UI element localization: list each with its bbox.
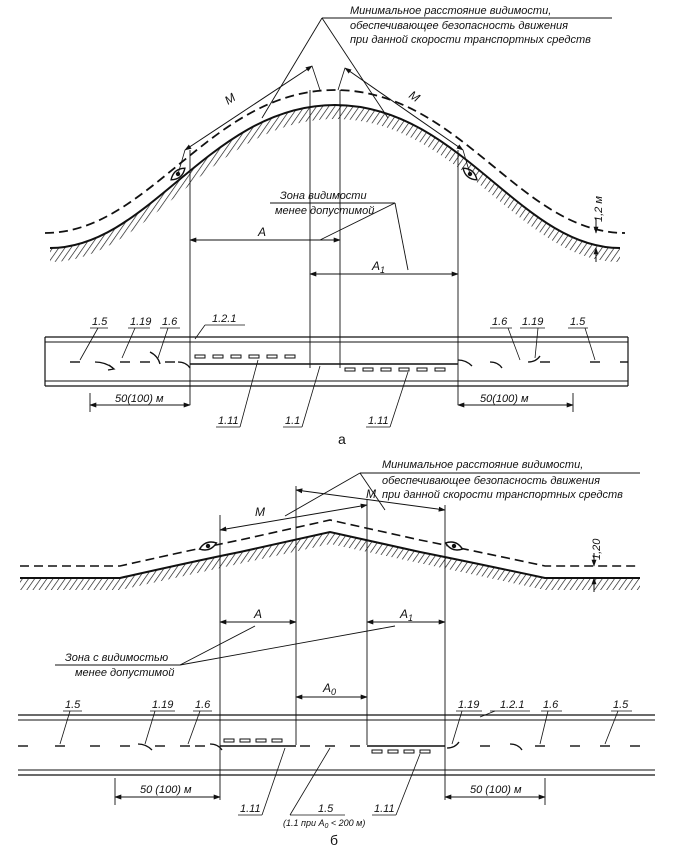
visibility-note-line-1: Минимальное расстояние видимости, — [350, 5, 551, 17]
zone-note-line-2: менее допустимой — [75, 667, 174, 679]
marking-1-5-left: 1.5 — [92, 316, 108, 328]
m-left-dimension — [184, 65, 313, 151]
visibility-note-line-2: обеспечивающее безопасность движения — [350, 20, 568, 32]
marking-1-11-right: 1.11 — [368, 415, 389, 427]
marking-1-19-right: 1.19 — [458, 699, 479, 711]
visibility-note-line-3: при данной скорости транспортных средств — [350, 34, 591, 46]
dim-a1-label: A1 — [371, 259, 385, 275]
marking-1-5-left: 1.5 — [65, 699, 81, 711]
marking-1-19-right: 1.19 — [522, 316, 543, 328]
marking-1-19-left: 1.19 — [130, 316, 151, 328]
m-right-label: M — [406, 88, 422, 105]
dim-a1-label: A1 — [399, 607, 413, 623]
height-label: 1,2 м — [593, 196, 605, 222]
caption-a: а — [338, 431, 346, 447]
zone-note-line-1: Зона видимости — [280, 190, 367, 202]
dim-a-label: A — [257, 225, 266, 239]
figure-a: M M Минимальное расстояние видимости, об… — [44, 5, 629, 447]
m-left-label: M — [222, 90, 238, 107]
sight-profile-a — [44, 89, 626, 234]
road-profile-a — [49, 103, 621, 249]
m-right-dimension — [295, 488, 446, 512]
dim-a0-label: A0 — [322, 681, 336, 697]
marking-1-5-right: 1.5 — [570, 316, 586, 328]
marking-1-6-left: 1.6 — [162, 316, 178, 328]
m-left-label: M — [255, 505, 265, 519]
height-label: 1,20 — [591, 538, 603, 560]
marking-1-11-left: 1.11 — [240, 803, 261, 815]
marking-1-2-1: 1.2.1 — [500, 699, 524, 711]
dim-a-label: A — [253, 607, 262, 621]
marking-1-2-1: 1.2.1 — [212, 313, 236, 325]
dist-left-label: 50(100) м — [115, 393, 164, 405]
center-note: (1.1 при A0 < 200 м) — [283, 818, 365, 830]
zone-note-line-1: Зона с видимостью — [65, 652, 168, 664]
visibility-note-line-2: обеспечивающее безопасность движения — [382, 475, 600, 487]
ground-hatch-a — [50, 105, 620, 262]
marking-1-19-left: 1.19 — [152, 699, 173, 711]
caption-b: б — [330, 832, 338, 848]
marking-1-5-center: 1.5 — [318, 803, 334, 815]
dist-right-label: 50 (100) м — [470, 784, 522, 796]
eye-icon — [198, 541, 218, 551]
zone-note-line-2: менее допустимой — [275, 205, 374, 217]
marking-1-11-left: 1.11 — [218, 415, 239, 427]
ground-hatch-b — [20, 532, 640, 590]
dist-left-label: 50 (100) м — [140, 784, 192, 796]
marking-1-1: 1.1 — [285, 415, 300, 427]
marking-1-5-right: 1.5 — [613, 699, 629, 711]
m-right-label: M — [366, 487, 376, 501]
eye-icon — [444, 541, 464, 551]
visibility-note-line-3: при данной скорости транспортных средств — [382, 489, 623, 501]
road-profile-b — [20, 530, 640, 579]
m-left-dimension — [219, 503, 368, 532]
dist-right-label: 50(100) м — [480, 393, 529, 405]
marking-1-11-right: 1.11 — [374, 803, 395, 815]
marking-1-6-right: 1.6 — [492, 316, 508, 328]
marking-1-6-right: 1.6 — [543, 699, 559, 711]
marking-1-6-left: 1.6 — [195, 699, 211, 711]
figure-b: M M Минимальное расстояние видимости, об… — [18, 459, 655, 848]
m-right-dimension — [344, 67, 464, 151]
visibility-note-line-1: Минимальное расстояние видимости, — [382, 459, 583, 471]
